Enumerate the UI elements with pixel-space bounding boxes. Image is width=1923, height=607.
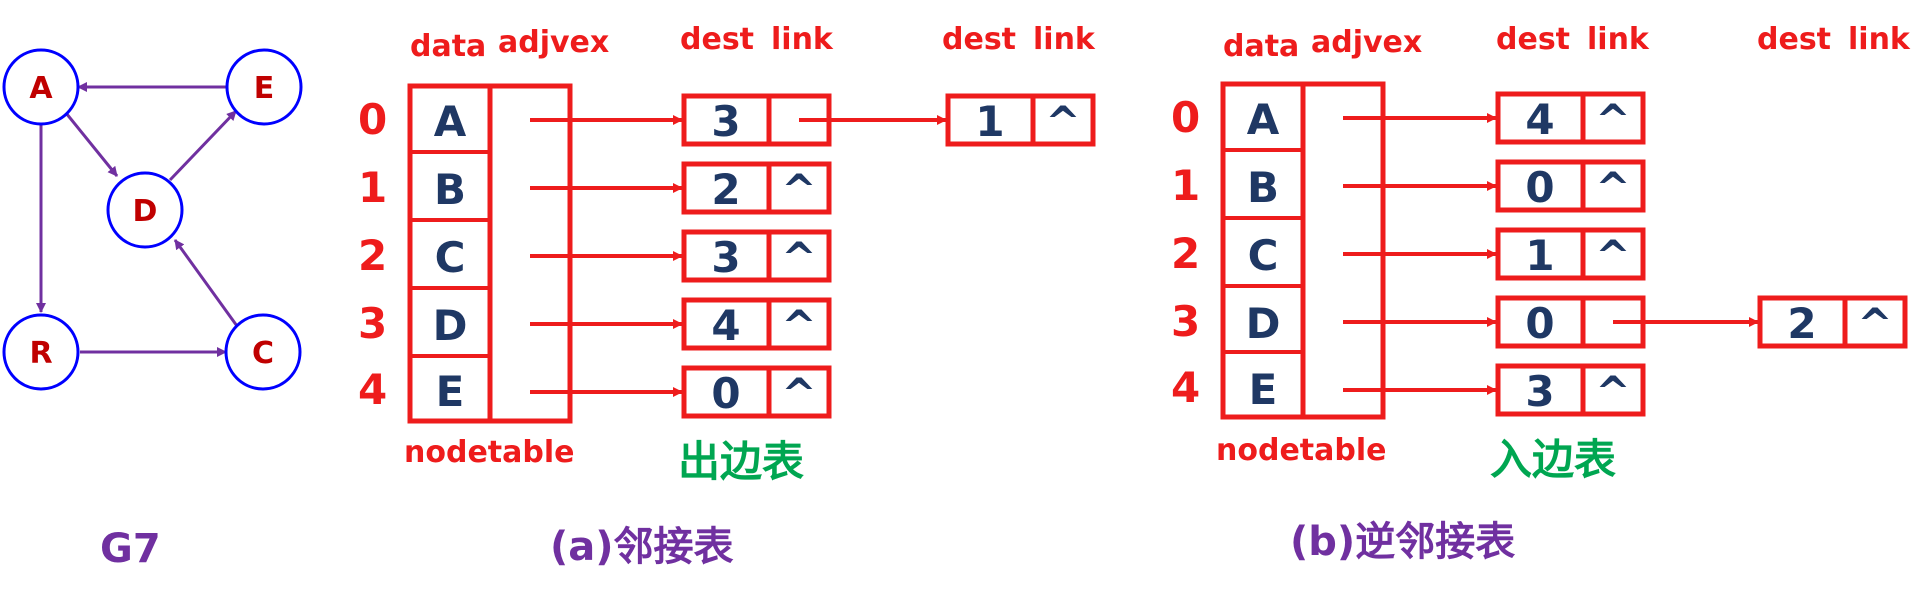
- edge-link: ^: [781, 233, 816, 282]
- edge-link: ^: [1595, 163, 1630, 212]
- vertex-data: C: [435, 233, 466, 282]
- row-index: 4: [358, 365, 387, 414]
- node-label: R: [29, 336, 52, 371]
- header-link: link: [771, 22, 834, 57]
- edge-c-to-d: [173, 239, 239, 327]
- edge-dest: 0: [1525, 299, 1554, 348]
- row-index: 2: [358, 231, 387, 280]
- table-row: 4 E 0 ^: [358, 365, 832, 419]
- header-dest: dest: [1496, 22, 1570, 57]
- node-label: E: [254, 71, 275, 106]
- nodetable-adjvex-column: [487, 83, 573, 424]
- edge-link: ^: [781, 369, 816, 418]
- vertex-data: C: [1248, 231, 1279, 280]
- edge-table-label: 入边表: [1490, 435, 1616, 484]
- vertex-data: E: [1249, 365, 1278, 414]
- header-adjvex: adjvex: [1311, 25, 1422, 60]
- header-link: link: [1033, 22, 1096, 57]
- edge-dest: 0: [1525, 163, 1554, 212]
- nodetable-label: nodetable: [404, 435, 574, 470]
- graph-node-d: D: [106, 171, 184, 249]
- nodetable-data-column: [1220, 81, 1306, 420]
- edge-link: ^: [781, 165, 816, 214]
- graph-node-a: A: [2, 48, 80, 126]
- header-dest: dest: [1757, 22, 1831, 57]
- vertex-data: A: [1247, 95, 1280, 144]
- header-data: data: [1223, 29, 1299, 64]
- table-row: 0 A 3 1 ^: [358, 93, 1096, 147]
- graph-node-r: R: [2, 313, 80, 391]
- nodetable-adjvex-column: [1300, 81, 1386, 420]
- caption: (a)邻接表: [550, 524, 734, 570]
- row-index: 4: [1171, 363, 1200, 412]
- header-adjvex: adjvex: [498, 25, 609, 60]
- edge-link: ^: [1857, 299, 1892, 348]
- table-row: 3 D 4 ^: [358, 297, 832, 351]
- node-label: C: [252, 336, 274, 371]
- adjacency-list: data adjvex dest link dest link 0 A 3 1 …: [358, 22, 1096, 570]
- row-index: 1: [358, 163, 387, 212]
- edge-dest: 4: [1525, 95, 1554, 144]
- edge-link: ^: [781, 301, 816, 350]
- graph-node-e: E: [225, 48, 303, 126]
- vertex-data: D: [433, 301, 468, 350]
- header-link: link: [1587, 22, 1650, 57]
- table-row: 1 B 2 ^: [358, 161, 832, 215]
- edge-dest: 3: [711, 233, 740, 282]
- table-row: 1 B 0 ^: [1171, 159, 1646, 213]
- graph-g7: A E D R C G7: [2, 48, 303, 572]
- edge-link: ^: [1045, 97, 1080, 146]
- edge-link: ^: [1595, 95, 1630, 144]
- edge-dest: 1: [975, 97, 1004, 146]
- header-dest: dest: [680, 22, 754, 57]
- edge-dest: 1: [1525, 231, 1554, 280]
- edge-table-label: 出边表: [678, 437, 804, 486]
- node-label: D: [133, 194, 158, 229]
- edge-a-to-d: [64, 112, 119, 177]
- graph-title: G7: [100, 526, 161, 572]
- graph-node-c: C: [224, 313, 302, 391]
- nodetable-label: nodetable: [1216, 433, 1386, 468]
- row-index: 3: [1171, 297, 1200, 346]
- caption: (b)逆邻接表: [1290, 519, 1515, 565]
- table-row: 0 A 4 ^: [1171, 91, 1646, 145]
- node-label: A: [29, 71, 53, 106]
- header-data: data: [410, 29, 486, 64]
- edge-dest: 0: [711, 369, 740, 418]
- vertex-data: A: [434, 97, 467, 146]
- edge-dest: 4: [711, 301, 740, 350]
- table-row: 3 D 0 2 ^: [1171, 295, 1908, 349]
- row-index: 0: [358, 95, 387, 144]
- vertex-data: B: [1247, 163, 1279, 212]
- table-row: 2 C 3 ^: [358, 229, 832, 283]
- edge-dest: 2: [711, 165, 740, 214]
- vertex-data: B: [434, 165, 466, 214]
- vertex-data: E: [436, 367, 465, 416]
- row-index: 3: [358, 299, 387, 348]
- header-dest: dest: [942, 22, 1016, 57]
- edge-link: ^: [1595, 231, 1630, 280]
- edge-link: ^: [1595, 367, 1630, 416]
- vertex-data: D: [1246, 299, 1281, 348]
- row-index: 1: [1171, 161, 1200, 210]
- header-link: link: [1848, 22, 1911, 57]
- edge-dest: 3: [1525, 367, 1554, 416]
- edge-dest: 2: [1787, 299, 1816, 348]
- edge-d-to-e: [168, 109, 238, 182]
- edge-dest: 3: [711, 97, 740, 146]
- row-index: 0: [1171, 93, 1200, 142]
- table-row: 4 E 3 ^: [1171, 363, 1646, 417]
- row-index: 2: [1171, 229, 1200, 278]
- table-row: 2 C 1 ^: [1171, 227, 1646, 281]
- inverse-adjacency-list: data adjvex dest link dest link 0 A 4 ^ …: [1171, 22, 1911, 565]
